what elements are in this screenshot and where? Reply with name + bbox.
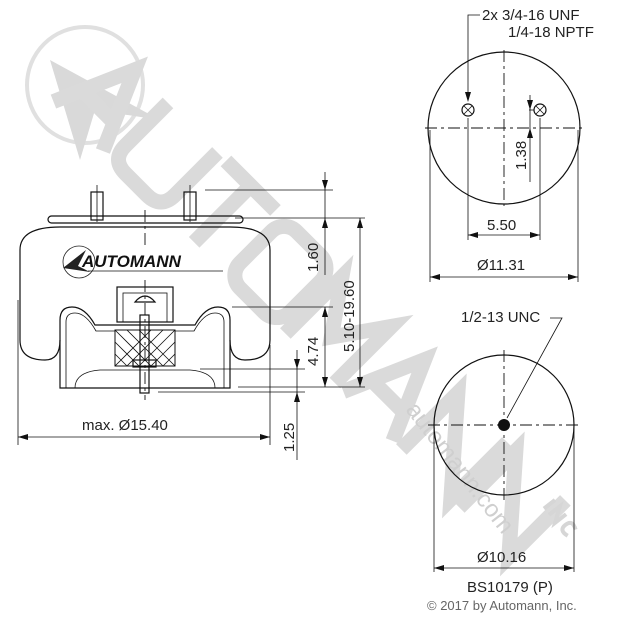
logo-arrow-icon [63,250,90,272]
thread-label-unf: 2x 3/4-16 UNF [482,7,580,24]
automann-logo: AUTOMANN [62,245,223,279]
thread-label-nptf: 1/4-18 NPTF [508,24,594,41]
watermark: automann.com [25,25,578,577]
watermark-suffix-lettering [542,498,578,538]
max-diameter-dim: max. Ø15.40 [82,417,168,434]
copyright: © 2017 by Automann, Inc. [427,598,577,613]
logo-circle [62,245,96,279]
watermark-brand-lettering [50,56,571,577]
piston [59,306,231,389]
side-dimensions [17,172,365,460]
port-hole-right [533,103,547,117]
side-view: AUTOMANN [17,172,365,460]
offset-dim: 1.38 [513,141,530,170]
bolt-thread-label: 1/2-13 UNC [461,309,540,326]
height-range-dim: 5.10-19.60 [341,280,358,352]
stud-hole-left [461,103,475,117]
top-plate [47,215,244,224]
bottom-view: 1/2-13 UNC Ø10.16 [428,309,580,572]
part-number: BS10179 (P) [467,579,553,596]
piston-height-dim: 4.74 [305,337,322,366]
bottom-diameter-dim: Ø10.16 [477,549,526,566]
spacing-dim: 5.50 [487,217,516,234]
top-diameter-dim: Ø11.31 [477,257,525,274]
top-view: 2x 3/4-16 UNF 1/4-18 NPTF 1.38 5.50 Ø11.… [425,7,594,282]
center-bolt [139,314,150,394]
logo-text: AUTOMANN [81,252,182,271]
stud-height-dim: 1.60 [305,243,322,272]
center-bolt-hole [498,419,510,431]
bolt-dim: 1.25 [281,423,298,452]
